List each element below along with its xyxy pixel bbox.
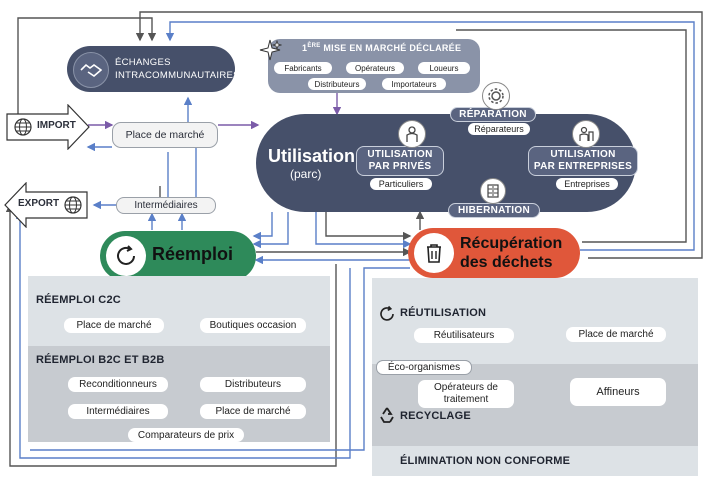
reutilisation-title: RÉUTILISATION bbox=[400, 307, 487, 319]
recycling-icon bbox=[378, 406, 396, 424]
b2c-comparateurs-de-prix: Comparateurs de prix bbox=[128, 428, 244, 442]
b2c-reconditionneurs: Reconditionneurs bbox=[68, 377, 168, 392]
trash-icon bbox=[414, 233, 454, 273]
mise-en-marche-title: 1ÈRE MISE EN MARCHÉ DÉCLARÉE bbox=[302, 43, 462, 53]
utilisation-subtitle: (parc) bbox=[290, 167, 322, 181]
globe-icon bbox=[64, 196, 82, 214]
reutilisateurs-chip: Réutilisateurs bbox=[414, 328, 514, 343]
elimination-title: ÉLIMINATION NON CONFORME bbox=[400, 455, 571, 467]
chip-operateurs: Opérateurs bbox=[346, 62, 404, 74]
chip-importateurs: Importateurs bbox=[382, 78, 446, 90]
reemploi-header: Réemploi bbox=[100, 231, 256, 281]
recuperation-title: Récupération des déchets bbox=[460, 235, 563, 271]
handshake-icon bbox=[73, 52, 109, 88]
reemploi-c2c-title: RÉEMPLOI C2C bbox=[36, 294, 121, 306]
import-arrow: IMPORT bbox=[6, 103, 90, 151]
chip-fabricants: Fabricants bbox=[274, 62, 332, 74]
cycle-icon bbox=[106, 236, 146, 276]
eco-organismes-chip-overlay: Éco-organismes bbox=[376, 360, 472, 375]
reemploi-c2c-panel bbox=[28, 276, 330, 346]
globe-icon bbox=[14, 118, 32, 136]
reemploi-b2c-panel bbox=[28, 346, 330, 442]
reparateurs-chip: Réparateurs bbox=[468, 123, 530, 135]
particuliers-chip: Particuliers bbox=[370, 178, 432, 190]
recup-place-de-marche-chip: Place de marché bbox=[566, 327, 666, 342]
intermediaires-node: Intermédiaires bbox=[116, 197, 216, 214]
cycle-icon bbox=[378, 305, 396, 323]
chip-loueurs: Loueurs bbox=[418, 62, 470, 74]
reemploi-b2c-title: RÉEMPLOI B2C ET B2B bbox=[36, 354, 165, 366]
elimination-panel bbox=[372, 446, 698, 476]
echanges-line2: INTRACOMMUNAUTAIRES bbox=[115, 70, 240, 81]
echanges-line1: ÉCHANGES bbox=[115, 57, 171, 68]
entreprises-chip: Entreprises bbox=[556, 178, 618, 190]
c2c-place-de-marche: Place de marché bbox=[64, 318, 164, 333]
gear-icon bbox=[482, 82, 510, 110]
reemploi-title: Réemploi bbox=[152, 244, 234, 264]
b2c-intermediaires: Intermédiaires bbox=[68, 404, 168, 419]
place-de-marche-node: Place de marché bbox=[112, 122, 218, 148]
cabinet-icon bbox=[480, 178, 506, 204]
hibernation-label: HIBERNATION bbox=[448, 203, 540, 218]
person-icon bbox=[398, 120, 426, 148]
import-label: IMPORT bbox=[37, 120, 76, 131]
mise-en-marche-box: 1ÈRE MISE EN MARCHÉ DÉCLARÉE Fabricants … bbox=[268, 39, 480, 93]
b2c-place-de-marche: Place de marché bbox=[200, 404, 306, 419]
export-arrow: EXPORT bbox=[4, 181, 88, 229]
sparkle-icon bbox=[258, 38, 283, 62]
export-label: EXPORT bbox=[18, 198, 60, 209]
reutilisation-panel bbox=[372, 278, 698, 364]
recuperation-header: Récupération des déchets bbox=[408, 228, 580, 278]
affineurs-chip: Affineurs bbox=[570, 378, 666, 406]
c2c-boutiques-occasion: Boutiques occasion bbox=[200, 318, 306, 333]
b2c-distributeurs: Distributeurs bbox=[200, 377, 306, 392]
chip-distributeurs: Distributeurs bbox=[308, 78, 366, 90]
recyclage-title: RECYCLAGE bbox=[400, 410, 471, 422]
echanges-intracommunautaires-box: ÉCHANGES INTRACOMMUNAUTAIRES bbox=[67, 46, 240, 92]
factory-worker-icon bbox=[572, 120, 600, 148]
utilisation-title: Utilisation bbox=[268, 146, 356, 166]
